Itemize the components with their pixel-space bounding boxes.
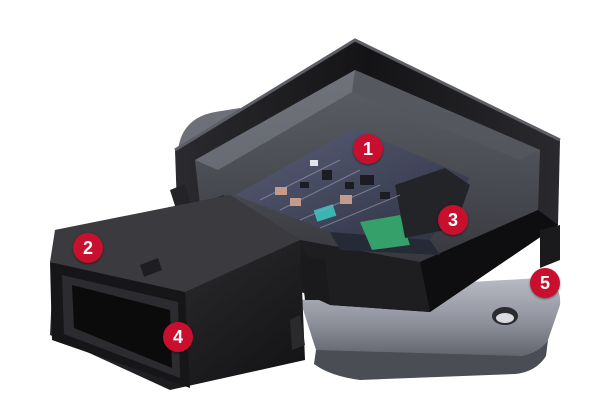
callout-marker-2: 2 [73,233,103,263]
housing-side-tab [540,225,560,268]
circuit-board [235,128,470,255]
connector-plug [50,184,330,390]
callout-marker-4: 4 [163,322,193,352]
callout-marker-3: 3 [438,205,468,235]
component-teal [313,204,337,222]
callout-marker-1: 1 [353,134,383,164]
callout-marker-5: 5 [530,268,560,298]
